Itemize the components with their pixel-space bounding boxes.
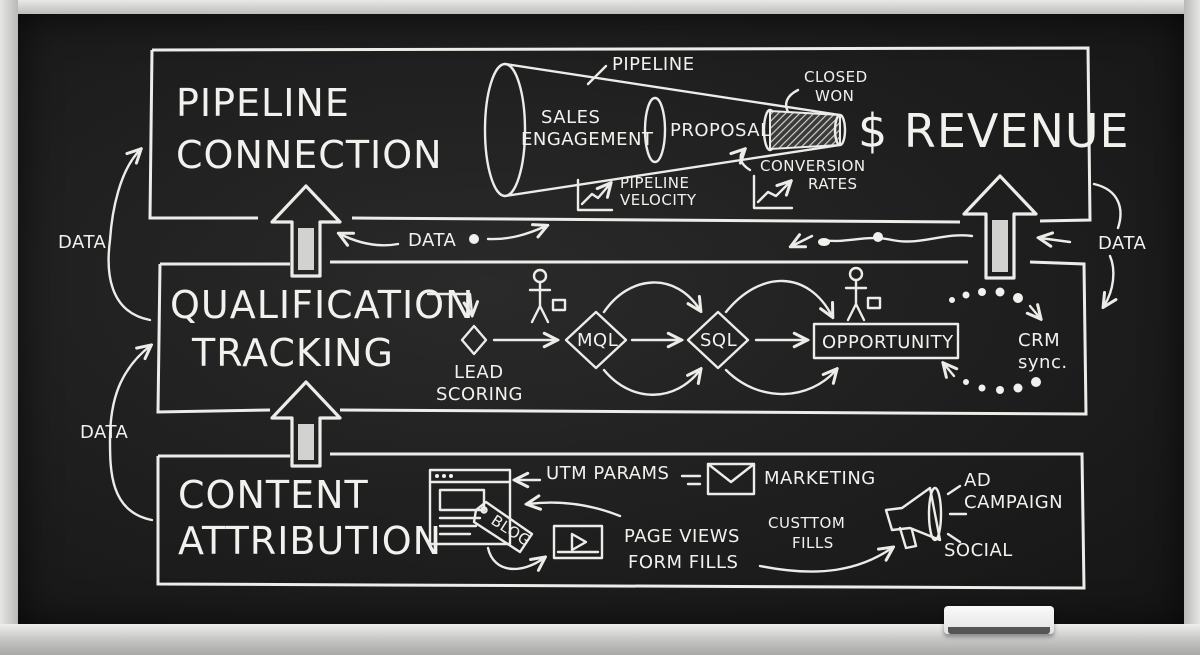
pipeline-velocity-chart-icon: [576, 178, 612, 212]
custom-fills-line1: CUSTTOM: [768, 514, 845, 532]
lead-scoring-diamond: [460, 324, 488, 356]
arrow-blog-to-video: [486, 546, 544, 569]
velocity-line1: PIPELINE: [620, 174, 689, 192]
sales-funnel: [483, 62, 847, 198]
qualification-tracking-section: QUALIFICATION TRACKING LEAD SCORING MQL …: [156, 260, 1088, 416]
data-flow-top-center: [340, 226, 546, 245]
chalkboard-surface: [18, 14, 1184, 626]
arc-mql-sql-bottom: [602, 370, 700, 396]
data-label-right: DATA: [1098, 233, 1147, 254]
content-box: [156, 452, 1086, 590]
velocity-line2: VELOCITY: [620, 191, 697, 209]
utm-label: UTM PARAMS: [546, 463, 670, 484]
content-title-line2: ATTRIBUTION: [178, 519, 442, 563]
board-frame-top: [0, 0, 1200, 14]
funnel-pipeline-label: PIPELINE: [612, 54, 695, 75]
person-icon-mql: [528, 268, 567, 324]
video-player-icon: [552, 524, 604, 560]
closed-pointer: [784, 88, 800, 114]
webpage-icon: [428, 468, 512, 546]
data-flow-right: [1040, 182, 1122, 306]
custom-fills-line2: FILLS: [792, 534, 834, 552]
page-views-label: PAGE VIEWS: [624, 526, 740, 547]
arc-mql-sql-top: [602, 281, 700, 312]
eraser: [944, 606, 1054, 634]
crm-sync-cycle: [944, 287, 1041, 394]
revenue-label: $ REVENUE: [858, 104, 1130, 158]
blog-tag-icon: [472, 500, 534, 554]
data-flow-right-wave: [792, 232, 974, 246]
arrow-to-megaphone: [758, 548, 892, 573]
lead-scoring-line1: LEAD: [454, 362, 504, 383]
lead-scoring-line2: SCORING: [436, 384, 523, 405]
utm-lines: [680, 474, 702, 486]
marketing-label: MARKETING: [764, 468, 876, 489]
opportunity-label: OPPORTUNITY: [822, 332, 954, 353]
ad-campaign-line1: AD: [964, 470, 991, 491]
board-frame-left: [0, 0, 18, 655]
funnel-sales-line2: ENGAGEMENT: [521, 129, 654, 150]
data-flow-left-upper: [107, 150, 152, 322]
arc-sql-opp-bottom: [724, 370, 836, 396]
mql-label: MQL: [577, 330, 618, 351]
opportunity-box: [812, 322, 960, 360]
qualification-box: [156, 260, 1088, 416]
data-label-left-lower: DATA: [80, 422, 129, 443]
ad-campaign-line2: CAMPAIGN: [964, 492, 1063, 513]
qualification-title-line2: TRACKING: [191, 331, 394, 375]
content-attribution-section: CONTENT ATTRIBUTION BLOG UTM PARAMS: [156, 452, 1086, 590]
pipeline-title-line1: PIPELINE: [176, 81, 350, 125]
conversion-line2: RATES: [808, 175, 858, 193]
pipeline-box: [148, 46, 1092, 224]
data-label-top-center: DATA: [408, 230, 457, 251]
sql-label: SQL: [700, 330, 737, 351]
funnel-sales-line1: SALES: [541, 107, 600, 128]
social-label: SOCIAL: [944, 540, 1013, 561]
conversion-chart-icon: [752, 174, 792, 210]
up-arrow-crm-to-revenue: [962, 174, 1038, 280]
person-icon-opportunity: [844, 266, 882, 322]
content-title-line1: CONTENT: [178, 473, 369, 517]
conversion-line1: CONVERSION: [760, 157, 866, 175]
board-frame-right: [1184, 0, 1200, 655]
pipeline-connection-section: PIPELINE CONNECTION PIPELINE SALES ENGAG…: [148, 46, 1130, 224]
data-flow-left-lower: [108, 346, 152, 522]
mql-diamond: [564, 310, 628, 370]
crm-line1: CRM: [1018, 330, 1060, 351]
form-fills-label: FORM FILLS: [628, 552, 738, 573]
sql-diamond: [686, 310, 750, 370]
qualification-title-line1: QUALIFICATION: [170, 283, 475, 327]
funnel-closed-line1: CLOSED: [804, 68, 868, 86]
pipeline-pointer: [586, 64, 608, 86]
funnel-proposal-label: PROPOSAL: [670, 120, 771, 141]
pipeline-title-line2: CONNECTION: [176, 133, 443, 177]
crm-line2: sync.: [1018, 352, 1068, 373]
funnel-closed-line2: WON: [815, 87, 854, 105]
data-label-left-upper: DATA: [58, 232, 107, 253]
lead-entry-arrow: [426, 292, 472, 314]
arc-sql-opp-top: [724, 279, 832, 316]
megaphone-icon: [884, 484, 968, 550]
up-arrow-qual-to-pipeline: [270, 184, 342, 278]
arrow-page-views: [528, 503, 622, 518]
conversion-pointer: [741, 150, 752, 172]
up-arrow-content-to-qual: [270, 380, 342, 468]
envelope-icon: [706, 462, 756, 496]
